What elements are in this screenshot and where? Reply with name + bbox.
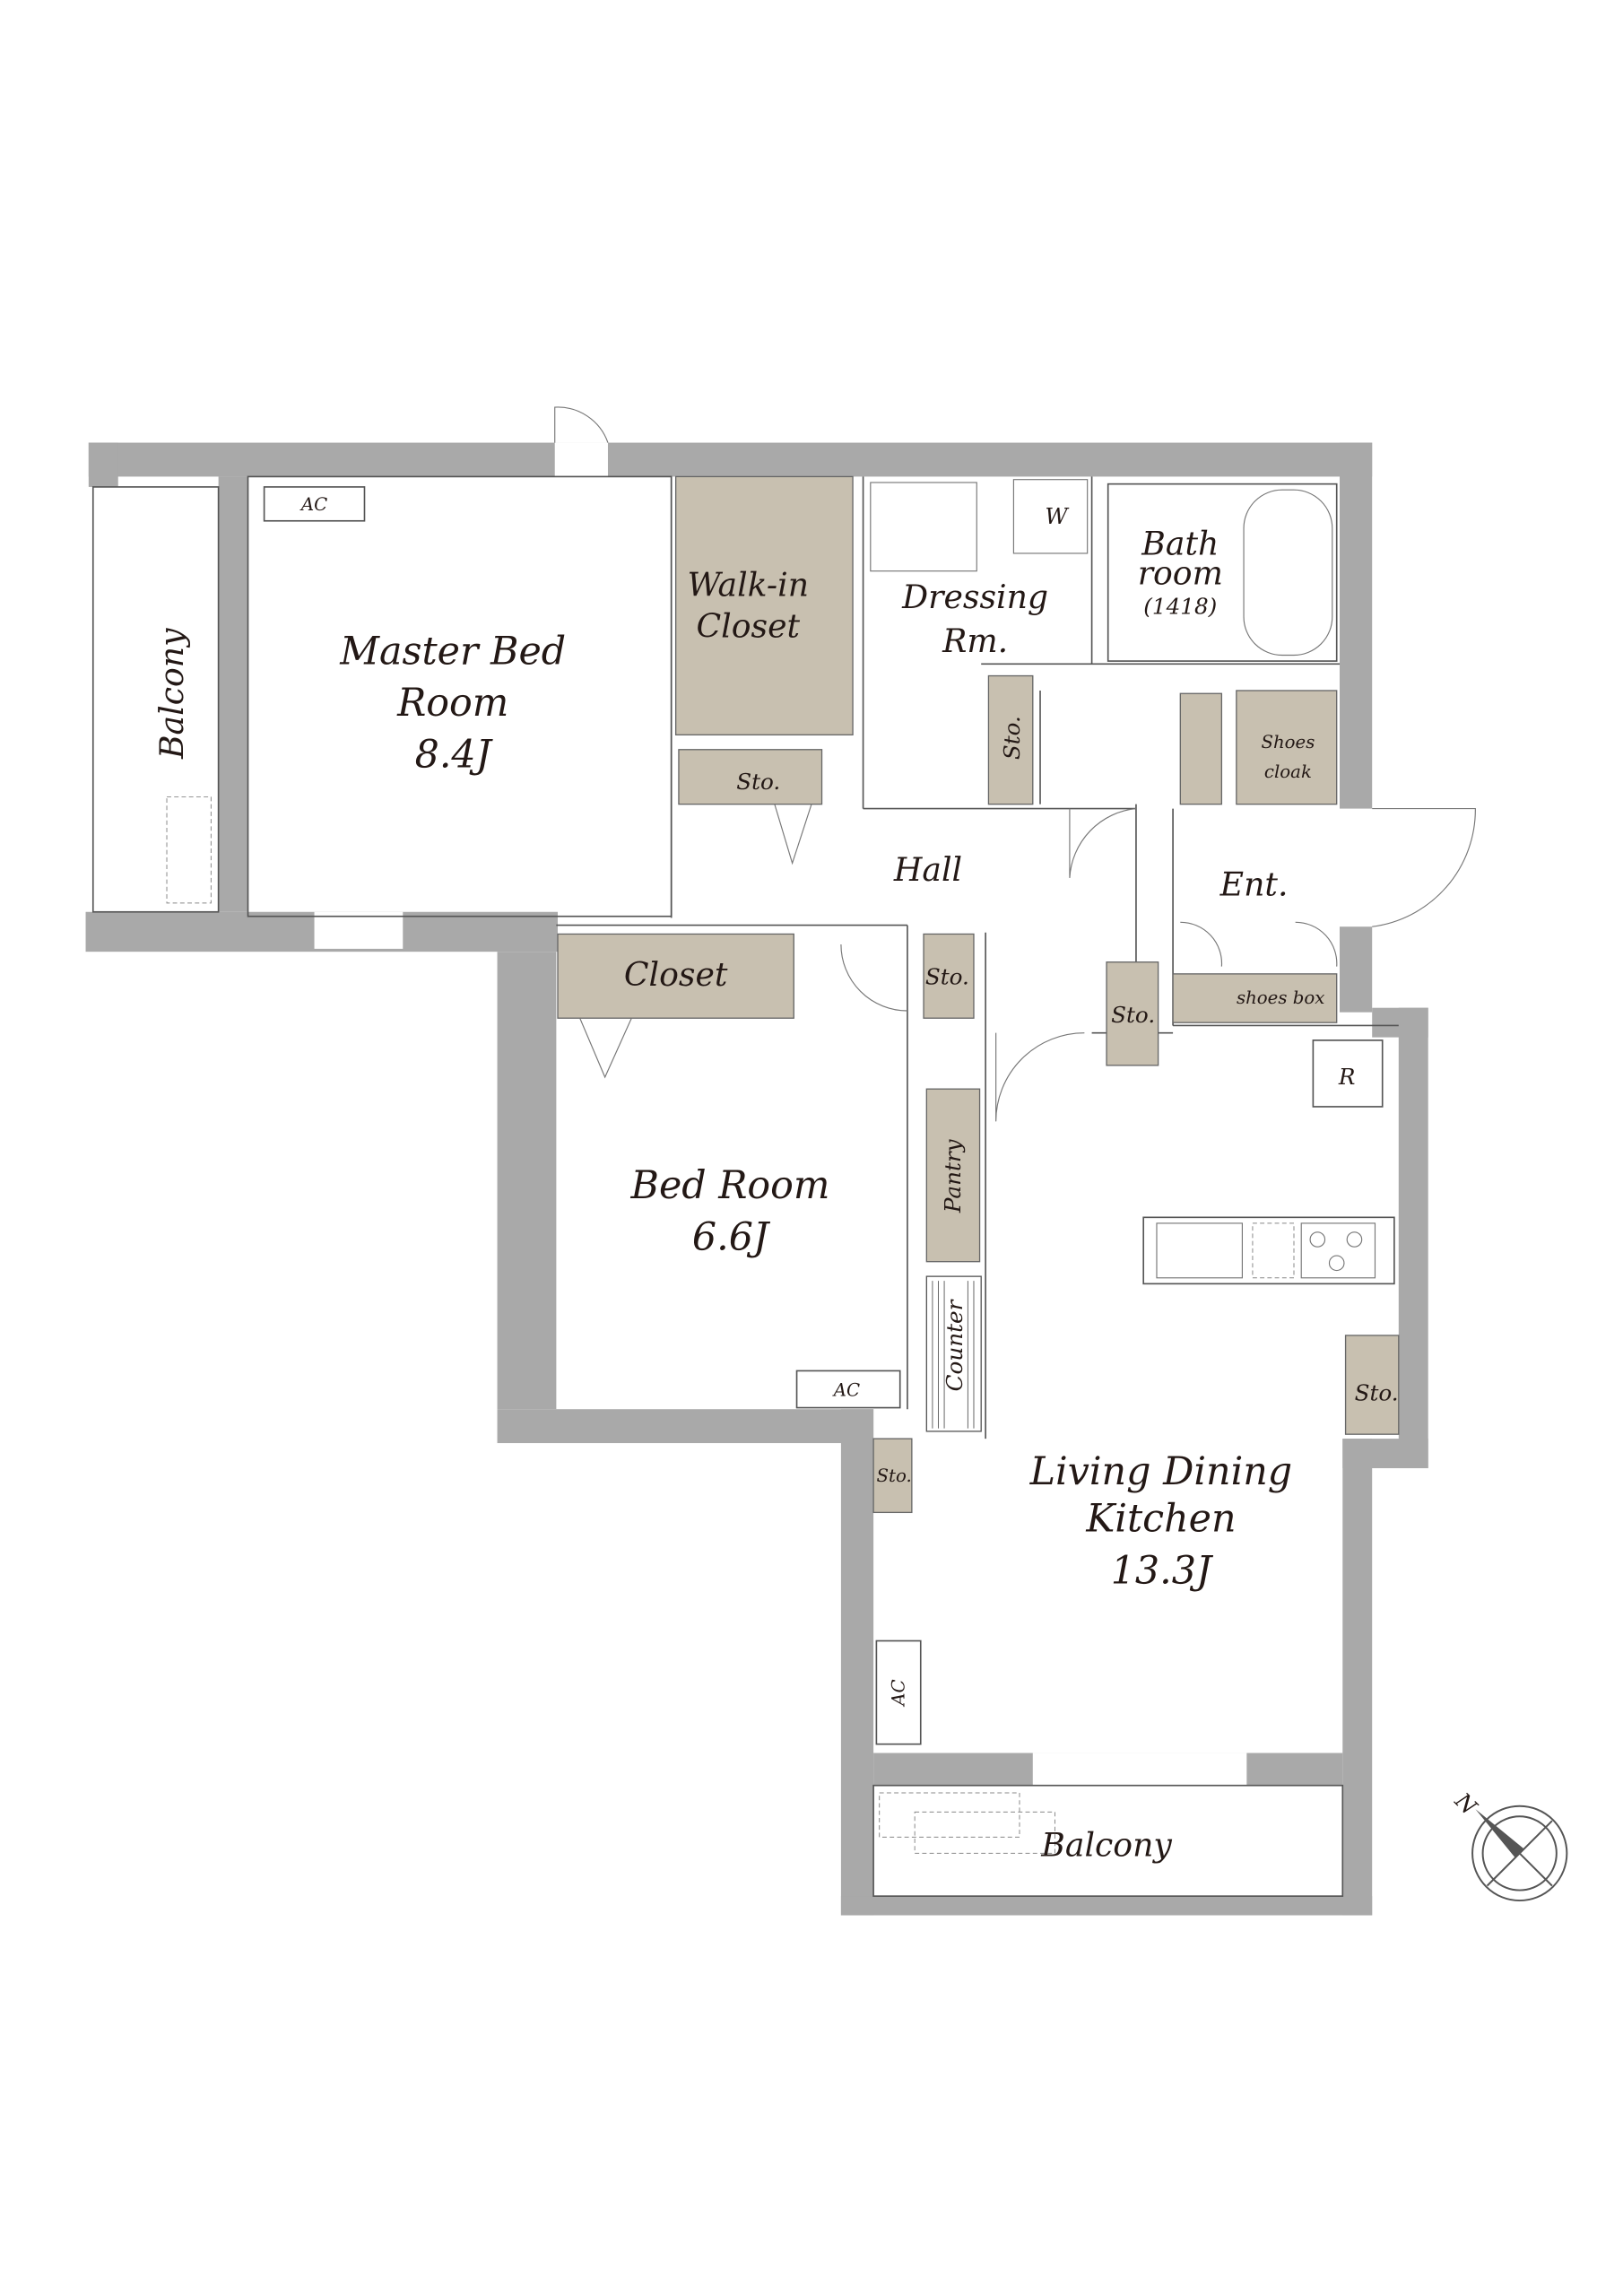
- bath-size-label: (1418): [1143, 593, 1217, 619]
- compass-north-label: N: [1449, 1787, 1482, 1820]
- bedroom-ac-label: AC: [832, 1379, 860, 1400]
- dressing-label-1: Dressing: [901, 578, 1048, 616]
- ldk-label-1: Living Dining: [1029, 1449, 1293, 1494]
- ldk-ac-label: AC: [889, 1679, 909, 1707]
- balcony-south-label: Balcony: [1040, 1826, 1172, 1865]
- bedroom-label: Bed Room: [630, 1163, 830, 1208]
- hall-storage-2-label: Sto.: [1111, 1002, 1155, 1028]
- ldk-size: 13.3J: [1111, 1548, 1214, 1593]
- ac-unit-bedroom: [795, 1370, 901, 1409]
- storage-areas: [557, 475, 1400, 1514]
- bath-label-2: room: [1138, 554, 1223, 593]
- refrigerator: [1312, 1039, 1384, 1108]
- ldk-storage-label: Sto.: [877, 1465, 912, 1486]
- master-room-size: 8.4J: [415, 733, 494, 778]
- doors: [554, 406, 1476, 1122]
- balcony-west-label: Balcony: [152, 628, 191, 760]
- north-arrow-icon: N: [1449, 1787, 1568, 1902]
- dressing-storage-label: Sto.: [999, 716, 1025, 760]
- bed-closet-label: Closet: [624, 955, 728, 994]
- entrance-label: Ent.: [1219, 865, 1289, 904]
- ldk-label-2: Kitchen: [1085, 1497, 1236, 1542]
- bedroom-size: 6.6J: [692, 1215, 771, 1260]
- pantry-label: Pantry: [940, 1138, 966, 1213]
- balcony-south: [872, 1784, 1344, 1897]
- balcony-west: [91, 486, 220, 913]
- washer-label: W: [1045, 503, 1070, 529]
- walk-in-closet-label-2: Closet: [696, 607, 800, 646]
- refrigerator-label: R: [1338, 1064, 1356, 1090]
- master-ac-label: AC: [299, 494, 327, 515]
- interior-walls: [247, 475, 1399, 1439]
- kitchen-counter: [1142, 1216, 1395, 1285]
- dressing-label-2: Rm.: [942, 622, 1008, 660]
- master-room-name-1: Master Bed: [339, 629, 566, 674]
- master-room-name-2: Room: [396, 681, 508, 726]
- ac-unit-master: [263, 486, 366, 522]
- walk-in-closet-label-1: Walk-in: [687, 566, 809, 604]
- exterior-walls: [85, 442, 1428, 1916]
- kitchen-storage-label: Sto.: [1355, 1379, 1399, 1405]
- counter-label: Counter: [942, 1299, 968, 1391]
- master-storage-label: Sto.: [736, 769, 780, 795]
- hall-label: Hall: [893, 850, 962, 889]
- bath-label-1: Bath: [1141, 525, 1219, 563]
- hall-storage-1-label: Sto.: [925, 963, 969, 989]
- ac-unit-ldk: [875, 1639, 922, 1745]
- shoes-cloak-label-2: cloak: [1264, 761, 1312, 782]
- shoes-cloak-label-1: Shoes: [1261, 732, 1315, 752]
- shoes-box-label: shoes box: [1237, 987, 1324, 1008]
